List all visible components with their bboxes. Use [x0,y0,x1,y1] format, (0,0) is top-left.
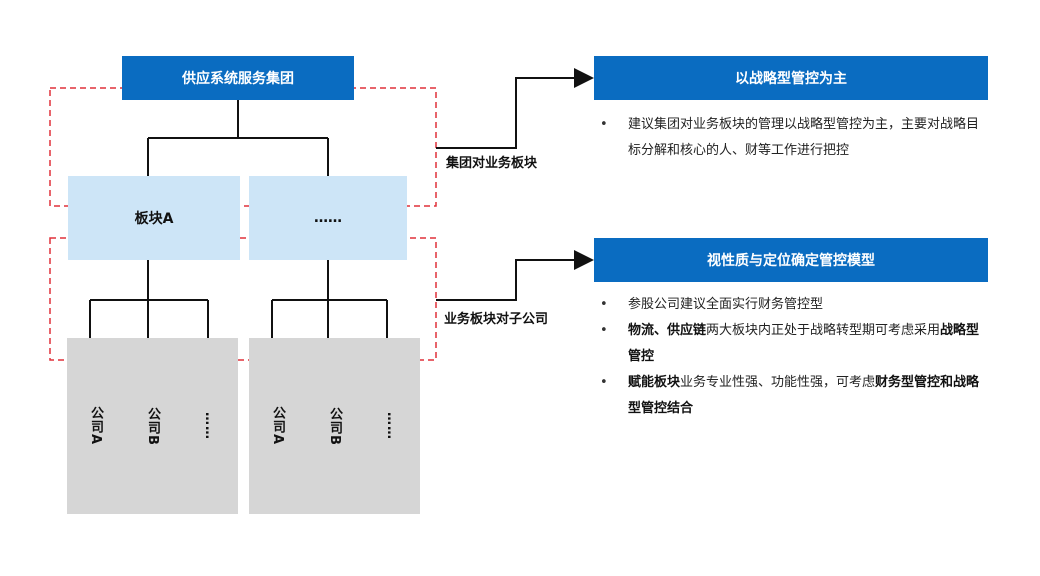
company-node: …… [181,338,238,514]
group-node: 供应系统服务集团 [122,56,354,100]
panel2-title: 视性质与定位确定管控模型 [594,238,988,282]
panel2-body: 参股公司建议全面实行财务管控型 物流、供应链两大板块内正处于战略转型期可考虑采用… [596,292,988,422]
company-node: 公司B [306,338,363,514]
company-node: 公司A [67,338,124,514]
link-label-group-segment: 集团对业务板块 [446,156,538,171]
segment-node-a: 板块A [68,176,240,260]
company-node: …… [363,338,420,514]
panel2-bullet: 物流、供应链两大板块内正处于战略转型期可考虑采用战略型管控 [596,318,988,370]
panel2-bullet: 参股公司建议全面实行财务管控型 [596,292,988,318]
company-node: 公司B [124,338,181,514]
segment-node-more: …… [249,176,407,260]
panel1-title: 以战略型管控为主 [594,56,988,100]
panel1-bullet: 建议集团对业务板块的管理以战略型管控为主，主要对战略目标分解和核心的人、财等工作… [596,112,988,164]
panel2-bullet: 赋能板块业务专业性强、功能性强，可考虑财务型管控和战略型管控结合 [596,370,988,422]
link-label-segment-company: 业务板块对子公司 [444,312,549,327]
company-node: 公司A [249,338,306,514]
panel1-body: 建议集团对业务板块的管理以战略型管控为主，主要对战略目标分解和核心的人、财等工作… [596,112,988,164]
